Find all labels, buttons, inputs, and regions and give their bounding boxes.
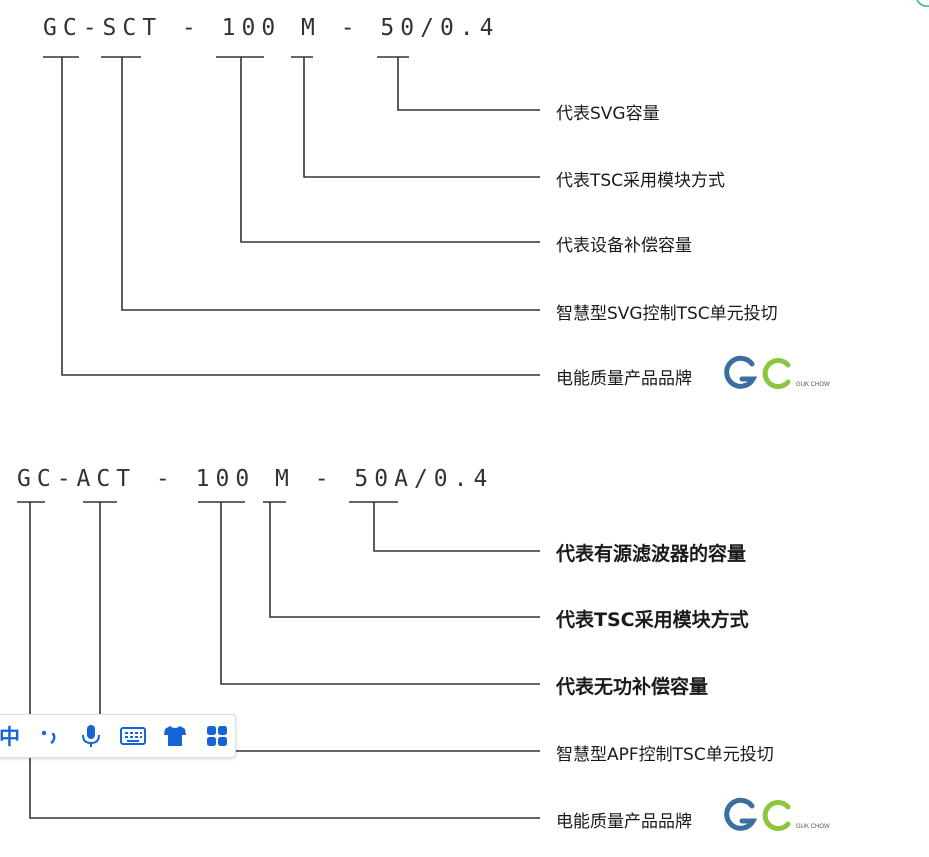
model-code-sct: GC-SCT - 100 M - 50/0.4 [43, 15, 500, 41]
label-unit-2: 智慧型APF控制TSC单元投切 [556, 745, 774, 765]
leader-tsc-mode-2 [269, 502, 540, 618]
leader-apf-capacity [373, 502, 540, 552]
ime-toolbar: 中 [0, 714, 236, 758]
logo-text: GUK CHOW [796, 382, 830, 388]
ime-language-toggle[interactable]: 中 [0, 725, 20, 749]
leader-brand-2-tail [29, 758, 540, 819]
brand-logo: GUK CHOW [722, 355, 830, 391]
label-brand: 电能质量产品品牌 [556, 369, 692, 389]
label-compensation: 代表设备补偿容量 [556, 236, 692, 256]
microphone-icon[interactable] [78, 723, 104, 749]
leader-unit [121, 57, 540, 311]
punctuation-icon[interactable] [36, 723, 62, 749]
skin-icon[interactable] [162, 723, 188, 749]
label-compensation-2: 代表无功补偿容量 [556, 676, 709, 698]
leader-compensation-2 [220, 502, 540, 685]
leader-compensation [240, 57, 540, 243]
label-brand-2: 电能质量产品品牌 [556, 812, 692, 832]
leader-svg-capacity [397, 57, 540, 111]
gc-logo-icon [724, 355, 791, 389]
keyboard-icon[interactable] [120, 723, 146, 749]
leader-tsc-mode [303, 57, 540, 178]
label-tsc-mode-2: 代表TSC采用模块方式 [556, 609, 749, 631]
apps-icon[interactable] [204, 723, 230, 749]
model-code-act: GC-ACT - 100 M - 50A/0.4 [17, 466, 494, 492]
leader-brand [61, 57, 540, 376]
label-tsc-mode: 代表TSC采用模块方式 [556, 171, 726, 191]
label-unit: 智慧型SVG控制TSC单元投切 [556, 304, 778, 324]
logo-text: GUK CHOW [796, 824, 830, 830]
label-apf-capacity: 代表有源滤波器的容量 [556, 543, 747, 565]
gc-logo-icon [724, 797, 791, 831]
corner-accent [916, 0, 929, 7]
label-svg-capacity: 代表SVG容量 [556, 104, 660, 124]
brand-logo-2: GUK CHOW [722, 797, 830, 833]
